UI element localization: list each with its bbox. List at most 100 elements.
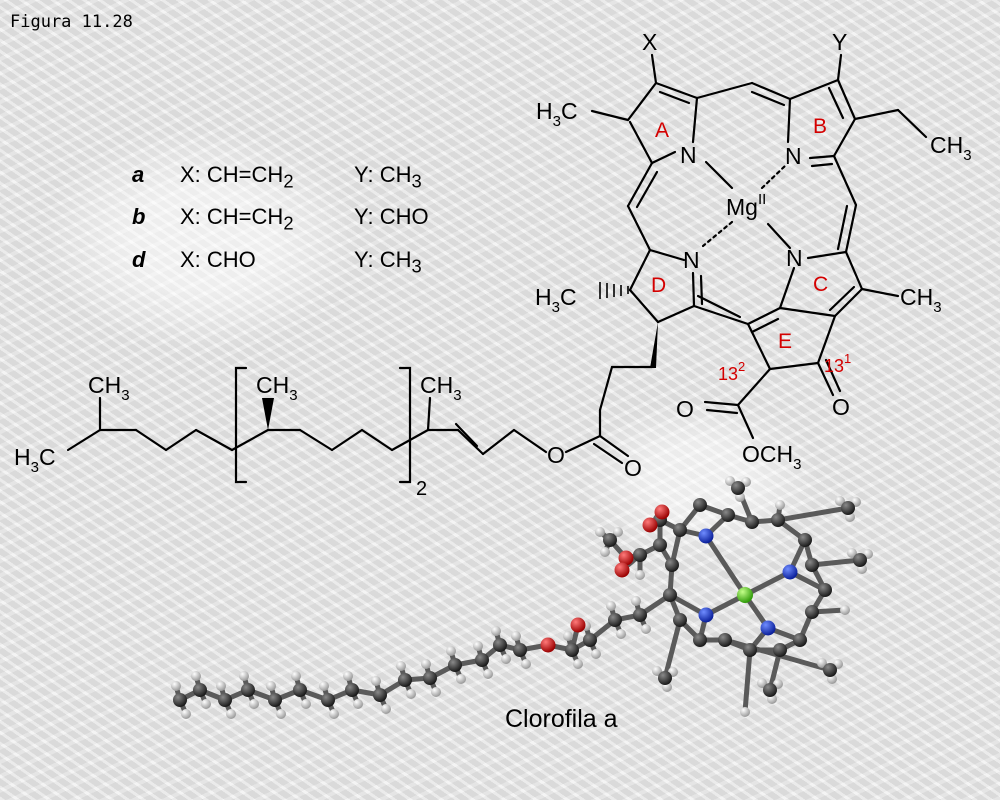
- model-atom-h: [606, 601, 616, 611]
- model-atom-n: [760, 620, 776, 636]
- model-atom-h: [406, 689, 416, 699]
- ring-b-label: B: [813, 115, 827, 138]
- model-atom-h: [616, 629, 626, 639]
- model-bond: [742, 647, 753, 715]
- model-atom-c: [673, 523, 687, 537]
- model-atom-h: [239, 671, 249, 681]
- model-atom-c: [373, 688, 387, 702]
- model-atom-h: [249, 699, 259, 709]
- model-atom-h: [483, 669, 493, 679]
- vinyl-methyl-label: CH3: [420, 372, 462, 404]
- model-atom-h: [635, 570, 645, 580]
- methyl-ring-a-label: H3C: [536, 98, 578, 130]
- model-atom-c: [321, 693, 335, 707]
- model-atom-h: [600, 547, 610, 557]
- model-atom-c: [603, 533, 617, 547]
- model-atom-h: [595, 527, 605, 537]
- structure-bonds: [66, 53, 928, 484]
- model-atom-c: [745, 515, 759, 529]
- nitrogen-c-label: N: [786, 245, 803, 271]
- variant-y: Y: CH3: [354, 246, 422, 277]
- model-atom-c: [673, 613, 687, 627]
- model-atom-h: [446, 646, 456, 656]
- model-atom-c: [293, 683, 307, 697]
- ring-letter-labels: A B C D E 132 131: [651, 115, 851, 384]
- repeat-count-label: 2: [416, 478, 427, 500]
- methoxy-label: OCH3: [742, 441, 801, 473]
- model-atom-h: [473, 641, 483, 651]
- variant-x: X: CH=CH2: [180, 204, 294, 234]
- model-atom-c: [583, 633, 597, 647]
- model-atom-h: [725, 476, 735, 486]
- model-atom-c: [633, 548, 647, 562]
- propionate-carbonyl-oxygen-label: O: [624, 455, 642, 481]
- keto-oxygen-label: O: [832, 394, 850, 420]
- model-atom-h: [381, 704, 391, 714]
- magnesium-label: MgII: [726, 191, 766, 220]
- ester-link-oxygen-label: O: [547, 442, 565, 468]
- substituent-y-label: Y: [832, 29, 847, 55]
- model-atom-c: [718, 633, 732, 647]
- model-atom-h: [835, 496, 845, 506]
- model-atom-c: [743, 643, 757, 657]
- model-atom-c: [448, 658, 462, 672]
- model-atom-c: [823, 663, 837, 677]
- model-atom-o: [614, 562, 630, 578]
- model-atom-c: [565, 643, 579, 657]
- model-atom-c: [798, 533, 812, 547]
- model-atom-n: [698, 528, 714, 544]
- methyl-ring-d-label: H3C: [535, 284, 577, 316]
- nitrogen-a-label: N: [680, 142, 697, 168]
- ethyl-methyl-label: CH3: [930, 132, 972, 164]
- variant-x: X: CH=CH2: [180, 162, 294, 192]
- model-atom-h: [740, 707, 750, 717]
- model-atom-h: [563, 631, 573, 641]
- model-atom-c: [423, 671, 437, 685]
- variant-row-b: b X: CH=CH2 Y: CHO: [132, 199, 429, 241]
- model-atom-c: [513, 643, 527, 657]
- model-atom-h: [591, 649, 601, 659]
- model-bond: [703, 533, 748, 598]
- model-atom-c: [653, 538, 667, 552]
- variant-row-a: a X: CH=CH2 Y: CH3: [132, 157, 429, 199]
- model-atom-c: [721, 508, 735, 522]
- model-atom-h: [840, 605, 850, 615]
- model-atom-h: [301, 699, 311, 709]
- model-atom-h: [216, 681, 226, 691]
- nitrogen-d-label: N: [683, 247, 700, 273]
- model-atom-h: [847, 548, 857, 558]
- model-atom-h: [226, 709, 236, 719]
- model-atom-h: [396, 661, 406, 671]
- model-atom-h: [511, 631, 521, 641]
- model-atom-c: [345, 683, 359, 697]
- model-atom-h: [181, 709, 191, 719]
- variant-y: Y: CH3: [354, 162, 422, 192]
- structure-labels: X Y N N N N MgII O O O O H3C CH3 CH3 H3C…: [14, 29, 972, 500]
- model-atom-o: [618, 550, 634, 566]
- substituent-x-label: X: [642, 29, 657, 55]
- repeat-unit-methyl-label: CH3: [256, 372, 298, 404]
- model-atom-h: [521, 659, 531, 669]
- model-atom-c: [633, 608, 647, 622]
- caption: Clorofila a: [505, 705, 618, 733]
- model-atom-h: [613, 527, 623, 537]
- ring-e-label: E: [778, 330, 792, 353]
- model-atom-c: [773, 643, 787, 657]
- model-atom-c: [663, 588, 677, 602]
- variant-key: b: [132, 204, 146, 230]
- variant-key: a: [132, 162, 145, 187]
- model-atom-c: [398, 673, 412, 687]
- model-bond: [742, 569, 793, 598]
- ring-a-label: A: [655, 119, 669, 142]
- model-atom-c: [173, 693, 187, 707]
- model-atom-c: [853, 553, 867, 567]
- model-atom-h: [757, 678, 767, 688]
- model-atom-c: [693, 498, 707, 512]
- model-atom-h: [456, 674, 466, 684]
- model-atom-h: [817, 658, 827, 668]
- model-bond: [662, 617, 683, 681]
- model-atom-h: [631, 596, 641, 606]
- model-atom-c: [793, 633, 807, 647]
- nitrogen-b-label: N: [785, 143, 802, 169]
